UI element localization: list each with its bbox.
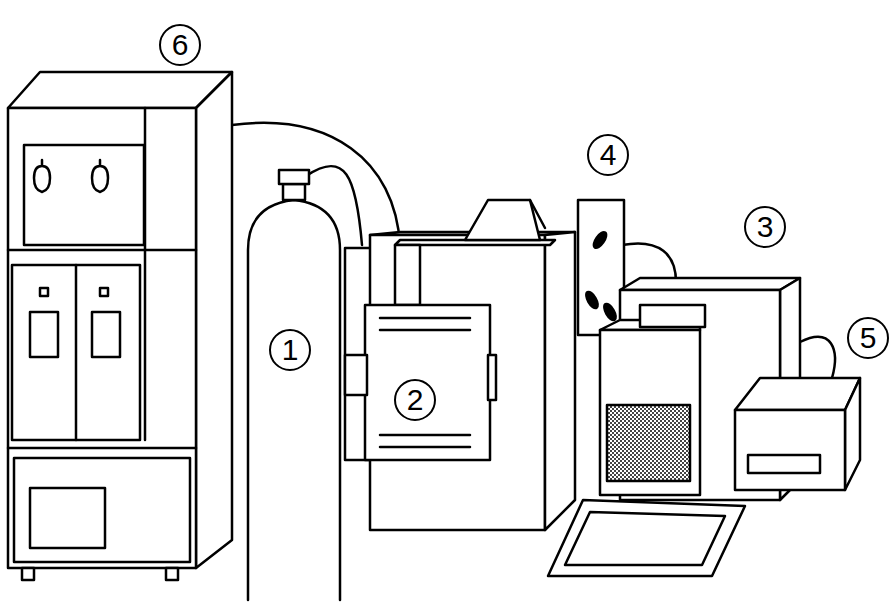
printer-box xyxy=(735,378,860,490)
column xyxy=(578,200,624,335)
callout-number: 4 xyxy=(587,134,629,176)
analyzer-unit xyxy=(345,200,575,530)
callout-number: 5 xyxy=(847,317,889,359)
cabinet xyxy=(8,72,232,580)
callout-number: 3 xyxy=(744,206,786,248)
callout-number: 2 xyxy=(394,379,436,421)
gas-cylinder xyxy=(248,170,340,600)
callout-number: 1 xyxy=(269,329,311,371)
callout-number: 6 xyxy=(159,24,201,66)
